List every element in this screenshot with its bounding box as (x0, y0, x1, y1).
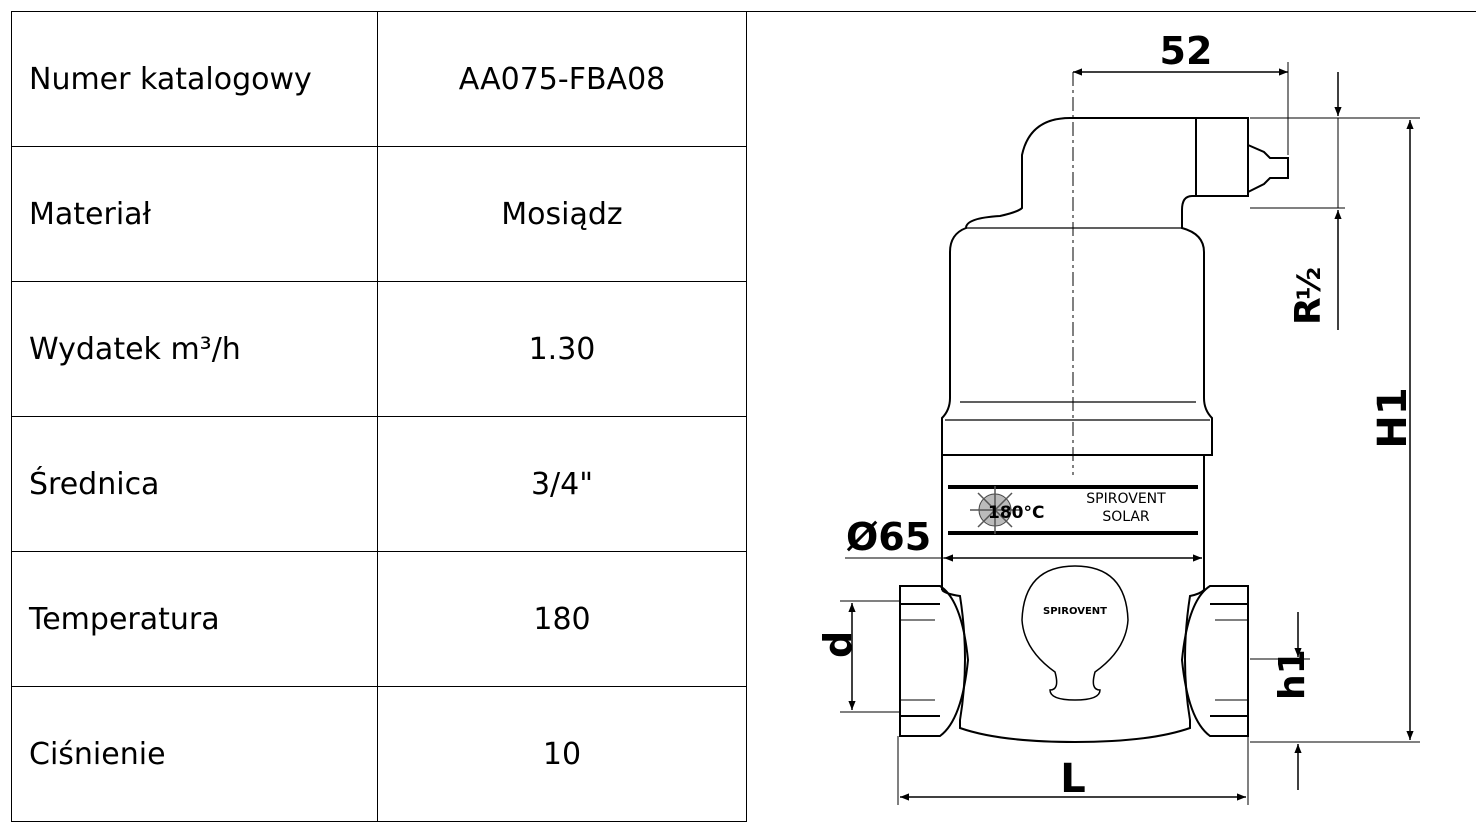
band-temperature-label: 180°C (988, 503, 1044, 523)
dim-label-h1-total: H1 (1370, 387, 1416, 448)
body-logo-text: SPIROVENT (1043, 606, 1107, 617)
band-brand-label-1: SPIROVENT (1086, 491, 1166, 507)
left-connection (899, 585, 970, 737)
right-connection (1180, 585, 1249, 737)
dim-label-h1: h1 (1272, 649, 1313, 700)
table-row: Wydatek m³/h 1.30 (11, 281, 747, 417)
dim-label-d: d (816, 631, 860, 658)
dimension-lines (840, 62, 1420, 805)
row-value-flow: 1.30 (377, 281, 747, 417)
table-row: Ciśnienie 10 (11, 686, 747, 822)
separator-body (941, 117, 1289, 456)
row-label-pressure: Ciśnienie (11, 686, 378, 822)
row-value-temperature: 180 (377, 551, 747, 687)
dim-label-52: 52 (1160, 29, 1213, 73)
dim-label-diameter: Ø65 (846, 515, 931, 559)
top-border-line (747, 11, 1476, 12)
table-row: Temperatura 180 (11, 551, 747, 687)
technical-drawing: 180°C SPIROVENT SOLAR SPIROVENT (816, 29, 1420, 805)
lower-body (899, 565, 1249, 744)
row-value-pressure: 10 (377, 686, 747, 822)
dim-label-thread-frac: ½ (1290, 267, 1328, 300)
row-label-catalog-number: Numer katalogowy (11, 11, 378, 147)
row-label-diameter: Średnica (11, 416, 378, 552)
upper-body-outline (941, 117, 1249, 456)
spec-table: Numer katalogowy AA075-FBA08 Materiał Mo… (11, 11, 747, 822)
vent-nozzle (1247, 144, 1289, 193)
body-logo-shape (1021, 565, 1129, 701)
dim-label-thread-r: R (1288, 297, 1329, 325)
band-brand-label-2: SOLAR (1102, 509, 1150, 525)
row-label-material: Materiał (11, 146, 378, 282)
dimension-labels: 52 H1 R ½ Ø65 d h1 L (816, 29, 1416, 802)
temperature-band: 180°C SPIROVENT SOLAR (941, 455, 1205, 590)
row-label-temperature: Temperatura (11, 551, 378, 687)
row-label-flow: Wydatek m³/h (11, 281, 378, 417)
table-row: Numer katalogowy AA075-FBA08 (11, 11, 747, 147)
row-value-diameter: 3/4" (377, 416, 747, 552)
table-row: Materiał Mosiądz (11, 146, 747, 282)
row-value-catalog-number: AA075-FBA08 (377, 11, 747, 147)
table-row: Średnica 3/4" (11, 416, 747, 552)
row-value-material: Mosiądz (377, 146, 747, 282)
dim-label-l: L (1060, 756, 1086, 802)
sun-icon (970, 486, 1020, 534)
